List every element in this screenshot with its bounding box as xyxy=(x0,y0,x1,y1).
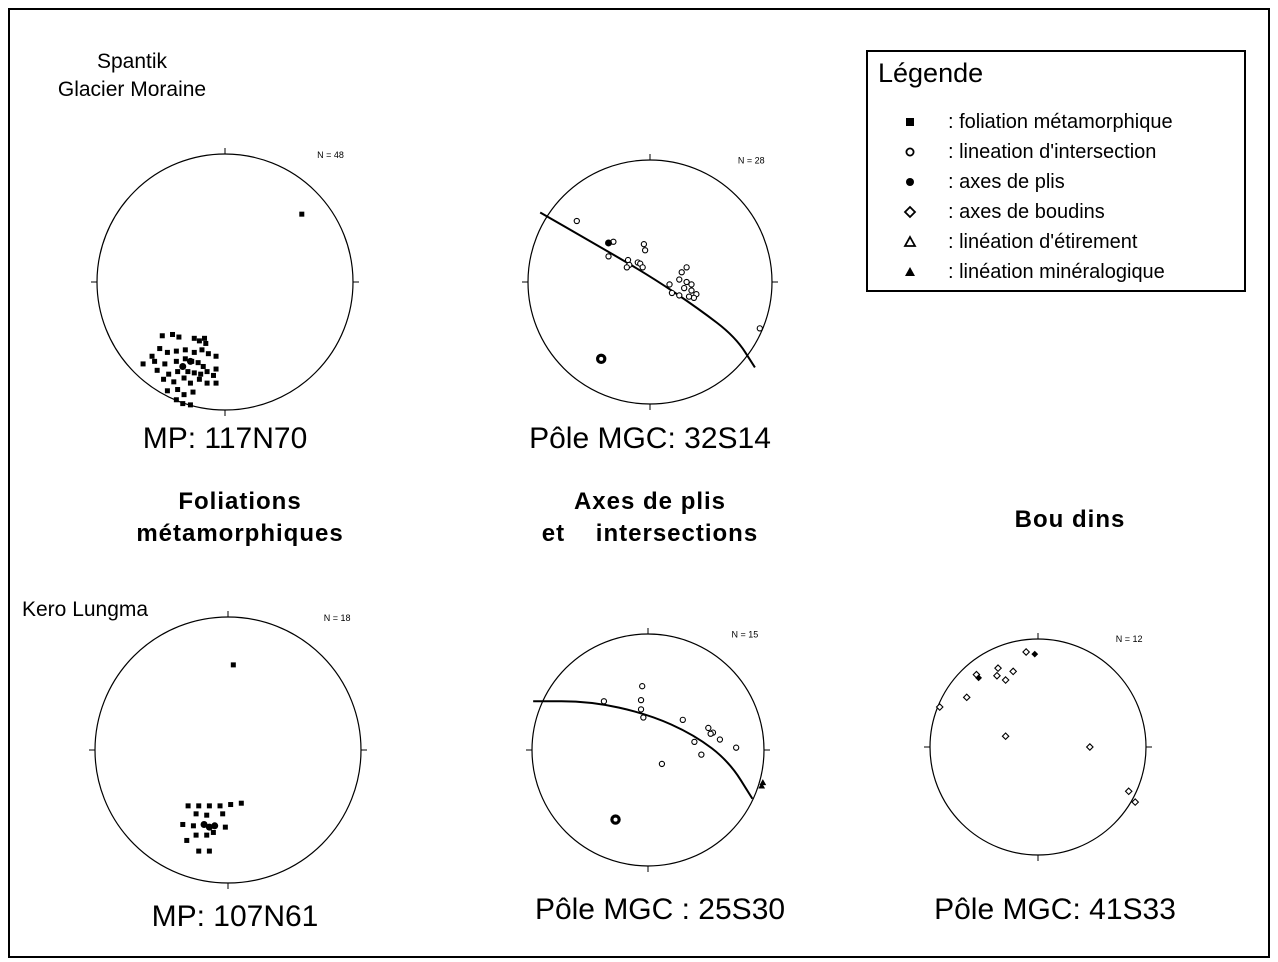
legend-item-label: : axes de plis xyxy=(948,171,1065,193)
legend-item-label: : axes de boudins xyxy=(948,201,1105,223)
caption-s4: Pôle MGC : 25S30 xyxy=(534,893,786,926)
caption-s5: Pôle MGC: 41S33 xyxy=(934,893,1176,926)
figure-frame xyxy=(8,8,1270,958)
caption-s2: Pôle MGC: 32S14 xyxy=(529,422,771,455)
triangle-filled-icon xyxy=(905,267,915,276)
triangle-open-icon xyxy=(903,235,917,247)
diamond-open-icon xyxy=(903,205,917,219)
heading-foliations: Foliations métamorphiques xyxy=(136,488,344,547)
legend-item-label: : linéation d'étirement xyxy=(948,231,1138,253)
site-label-spantik: Spantik Glacier Moraine xyxy=(57,50,207,101)
legend-item-label: : linéation minéralogique xyxy=(948,261,1165,283)
square-filled-icon xyxy=(906,118,914,126)
legend-item-label: : lineation d'intersection xyxy=(948,141,1157,163)
legend: Légende : foliation métamorphique : line… xyxy=(866,50,1246,292)
site-label-kero-lungma: Kero Lungma xyxy=(22,598,149,621)
caption-s1: MP: 117N70 xyxy=(142,422,308,455)
circle-filled-icon xyxy=(906,178,914,186)
legend-title: Légende xyxy=(878,58,984,88)
circle-open-icon xyxy=(905,147,915,157)
heading-boudins: Bou dins xyxy=(1014,506,1126,533)
caption-s3: MP: 107N61 xyxy=(151,900,319,933)
heading-fold-axes: Axes de plis et intersections xyxy=(541,488,759,547)
legend-item-label: : foliation métamorphique xyxy=(948,111,1173,133)
